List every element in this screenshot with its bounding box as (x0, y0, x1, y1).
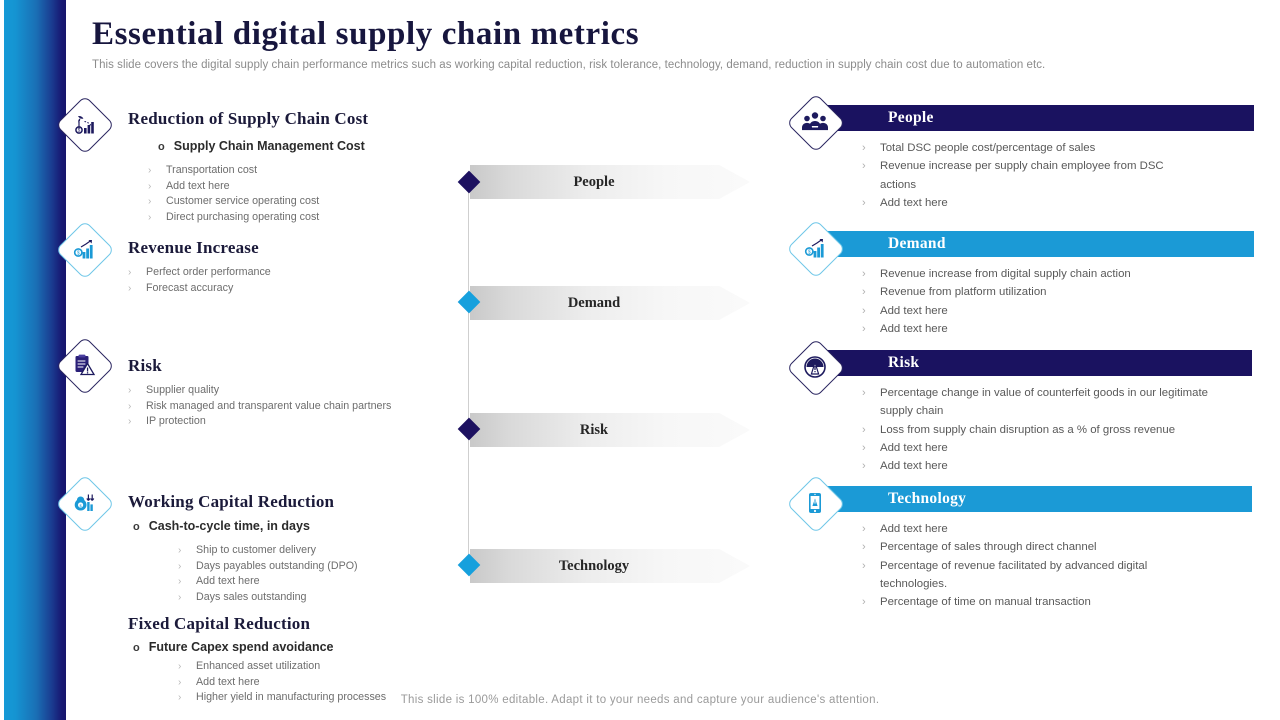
svg-text:$: $ (77, 250, 80, 256)
flow-step-technology[interactable]: Technology (470, 549, 750, 583)
cost-reduction-icon: $ (55, 95, 115, 155)
right-header-label: Technology (888, 490, 967, 507)
left-gradient-rail (4, 0, 66, 720)
left-bullets-2: ›Supplier quality ›Risk managed and tran… (128, 384, 392, 428)
right-header-risk[interactable]: Risk (810, 350, 1252, 376)
flow-step-label: Risk (579, 421, 609, 438)
chevron-shape (470, 165, 750, 199)
svg-text:$: $ (808, 249, 811, 255)
editable-note: This slide is 100% editable. Adapt it to… (400, 694, 880, 706)
flow-step-risk[interactable]: Risk (470, 413, 750, 447)
slide-header: Essential digital supply chain metrics T… (92, 14, 1262, 71)
right-bullets-people: ›Total DSC people cost/percentage of sal… (862, 142, 1164, 209)
page-subtitle: This slide covers the digital supply cha… (92, 59, 1046, 71)
header-bar-fill (810, 350, 1252, 376)
header-bar-fill (810, 105, 1254, 131)
flow-step-label: Demand (567, 294, 621, 311)
chevron-shape (470, 286, 750, 320)
left-bullets-4: ›Enhanced asset utilization ›Add text he… (178, 660, 387, 704)
right-bullets-technology: ›Add text here ›Percentage of sales thro… (862, 523, 1148, 609)
left-white-edge (0, 0, 4, 720)
left-section-title-2: Risk (128, 356, 162, 375)
center-connector-line (468, 190, 469, 568)
flow-step-demand[interactable]: Demand (470, 286, 750, 320)
revenue-growth-icon: $ (55, 220, 115, 280)
left-section-title-1: Revenue Increase (128, 238, 259, 257)
risk-clipboard-icon (55, 336, 115, 396)
flow-step-label: Technology (558, 557, 630, 574)
left-section-title-3: Working Capital Reduction (128, 492, 335, 511)
header-bar-fill (810, 486, 1252, 512)
left-bullets-0: ›Transportation cost ›Add text here ›Cus… (148, 164, 320, 223)
svg-text:$: $ (79, 503, 82, 508)
left-bullets-3: ›Ship to customer delivery ›Days payable… (178, 544, 358, 603)
right-header-label: People (888, 109, 934, 126)
chevron-shape (470, 549, 750, 583)
header-bar-fill (810, 231, 1254, 257)
svg-text:$: $ (78, 128, 81, 133)
right-header-people[interactable]: People (810, 105, 1254, 131)
technology-phone-icon (786, 474, 846, 534)
left-section-title-4: Fixed Capital Reduction (128, 614, 311, 633)
right-header-label: Demand (888, 235, 946, 252)
left-section-title-0: Reduction of Supply Chain Cost (128, 109, 369, 128)
risk-gauge-icon (786, 338, 846, 398)
flow-step-label: People (573, 173, 615, 190)
flow-step-people[interactable]: People (470, 165, 750, 199)
chevron-shape (470, 413, 750, 447)
left-bullets-1: ›Perfect order performance ›Forecast acc… (128, 266, 271, 294)
right-header-technology[interactable]: Technology (810, 486, 1252, 512)
right-bullets-risk: ›Percentage change in value of counterfe… (862, 387, 1209, 473)
working-capital-icon: $ (55, 474, 115, 534)
page-title: Essential digital supply chain metrics (92, 16, 640, 52)
right-header-label: Risk (888, 354, 920, 371)
people-group-icon (786, 93, 846, 153)
right-header-demand[interactable]: Demand (810, 231, 1254, 257)
right-bullets-demand: ›Revenue increase from digital supply ch… (862, 268, 1131, 335)
demand-chart-icon: $ (786, 219, 846, 279)
